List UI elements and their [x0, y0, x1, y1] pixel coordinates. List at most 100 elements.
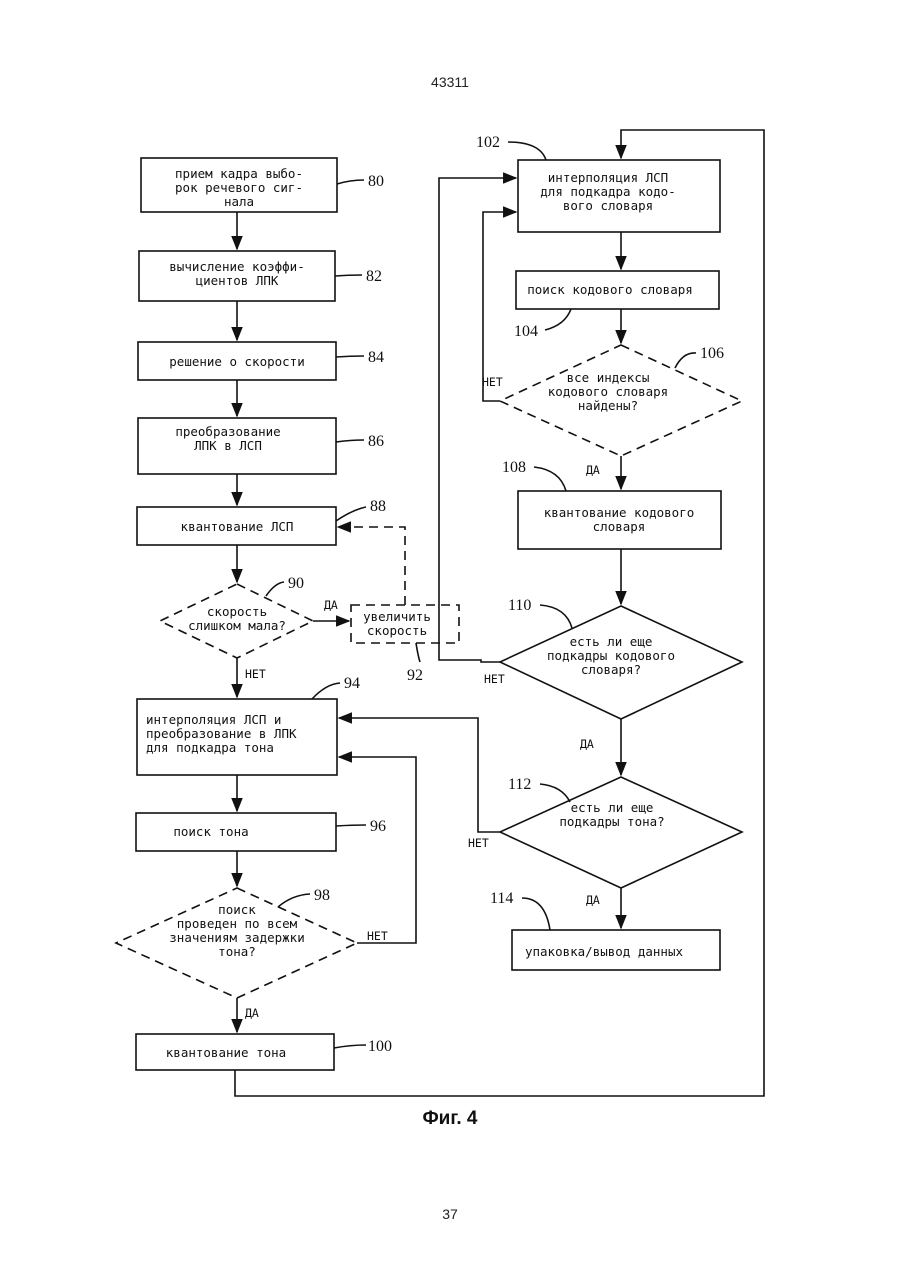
leader-94 [312, 683, 340, 699]
block-94-text: интерполяция ЛСП ипреобразование в ЛПКдл… [146, 712, 297, 755]
leader-96 [336, 825, 366, 826]
arrow-92-88 [338, 527, 405, 605]
ref-82: 82 [366, 268, 382, 285]
arrow-112-no-94 [339, 718, 500, 832]
ref-104: 104 [514, 323, 538, 340]
label-line: скорость [367, 623, 427, 638]
label-line: словаря? [581, 662, 641, 677]
ref-80: 80 [368, 173, 384, 190]
block-112-more-pitch-subframes [500, 777, 742, 888]
label-line: все индексы [567, 370, 650, 385]
block-110-text: есть ли ещеподкадры кодовогословаря? [547, 634, 675, 677]
label-line: квантование тона [166, 1045, 286, 1060]
label-line: для подкадра кодо- [540, 184, 675, 199]
leader-92 [416, 643, 420, 662]
label-yes-110: ДА [580, 737, 594, 751]
leader-108 [534, 467, 566, 491]
ref-88: 88 [370, 498, 386, 515]
leader-114 [522, 898, 550, 930]
label-line: подкадры кодового [547, 648, 675, 663]
label-line: тона? [218, 944, 256, 959]
label-line: для подкадра тона [146, 740, 274, 755]
label-line: найдены? [578, 398, 638, 413]
leader-100 [334, 1045, 366, 1048]
label-line: интерполяция ЛСП и [146, 712, 281, 727]
label-line: значениям задержки [169, 930, 304, 945]
label-no-106: НЕТ [482, 375, 503, 389]
label-line: преобразование [175, 424, 280, 439]
label-line: квантование кодового [544, 505, 695, 520]
label-line: прием кадра выбо- [175, 166, 303, 181]
block-106-text: все индексыкодового словарянайдены? [548, 370, 668, 413]
label-line: поиск кодового словаря [527, 282, 693, 297]
label-yes-98: ДА [245, 1006, 259, 1020]
block-96-text: поиск тона [173, 824, 248, 839]
label-line: увеличить [363, 609, 431, 624]
arrow-110-no-102 [439, 178, 516, 662]
label-line: ЛПК в ЛСП [194, 438, 262, 453]
ref-98: 98 [314, 887, 330, 904]
leader-88 [336, 507, 366, 521]
ref-84: 84 [368, 349, 384, 366]
ref-100: 100 [368, 1038, 392, 1055]
edge-labels: ДА НЕТ НЕТ ДА НЕТ ДА НЕТ ДА НЕТ ДА [245, 375, 600, 1020]
arrow-98-no-94 [339, 757, 416, 943]
label-yes-112: ДА [586, 893, 600, 907]
label-line: преобразование в ЛПК [146, 726, 297, 741]
ref-108: 108 [502, 459, 526, 476]
block-88-text: квантование ЛСП [181, 519, 294, 534]
ref-110: 110 [508, 597, 531, 614]
ref-102: 102 [476, 134, 500, 151]
leader-86 [336, 440, 364, 442]
label-line: поиск [218, 902, 256, 917]
block-84-text: решение о скорости [169, 354, 304, 369]
leader-112 [540, 784, 570, 802]
ref-94: 94 [344, 675, 360, 692]
leader-110 [540, 605, 572, 628]
block-108-text: квантование кодовогословаря [544, 505, 695, 534]
label-line: есть ли еще [570, 634, 653, 649]
label-line: интерполяция ЛСП [548, 170, 668, 185]
block-102-text: интерполяция ЛСПдля подкадра кодо-вого с… [540, 170, 675, 213]
ref-106: 106 [700, 345, 724, 362]
block-104-text: поиск кодового словаря [527, 282, 693, 297]
label-no-112: НЕТ [468, 836, 489, 850]
label-no-110: НЕТ [484, 672, 505, 686]
label-yes-90: ДА [324, 598, 338, 612]
page-number: 37 [442, 1206, 458, 1222]
label-no-98: НЕТ [367, 929, 388, 943]
label-line: скорость [207, 604, 267, 619]
ref-92: 92 [407, 667, 423, 684]
label-line: рок речевого сиг- [175, 180, 303, 195]
leader-102 [508, 142, 546, 160]
label-yes-106: ДА [586, 463, 600, 477]
leader-84 [336, 356, 364, 357]
label-line: слишком мала? [188, 618, 286, 633]
label-line: нала [224, 194, 254, 209]
label-line: кодового словаря [548, 384, 668, 399]
ref-112: 112 [508, 776, 531, 793]
label-line: вычисление коэффи- [169, 259, 304, 274]
ref-96: 96 [370, 818, 386, 835]
flowchart-labels: прием кадра выбо-рок речевого сиг-нала в… [146, 166, 694, 1060]
label-line: вого словаря [563, 198, 653, 213]
label-line: подкадры тона? [559, 814, 664, 829]
block-100-text: квантование тона [166, 1045, 286, 1060]
label-line: словаря [593, 519, 646, 534]
block-80-text: прием кадра выбо-рок речевого сиг-нала [175, 166, 303, 209]
label-line: циентов ЛПК [196, 273, 279, 288]
block-82-text: вычисление коэффи-циентов ЛПК [169, 259, 304, 288]
leader-80 [337, 180, 364, 184]
ref-114: 114 [490, 890, 513, 907]
block-112-text: есть ли ещеподкадры тона? [559, 800, 664, 829]
leader-90 [266, 582, 284, 596]
leader-82 [335, 275, 362, 276]
label-line: проведен по всем [177, 916, 298, 931]
label-line: поиск тона [173, 824, 248, 839]
leader-104 [545, 309, 571, 330]
label-line: квантование ЛСП [181, 519, 294, 534]
block-90-text: скоростьслишком мала? [188, 604, 286, 633]
patent-number: 43311 [431, 74, 469, 90]
label-no-90: НЕТ [245, 667, 266, 681]
block-86-text: преобразованиеЛПК в ЛСП [175, 424, 280, 453]
